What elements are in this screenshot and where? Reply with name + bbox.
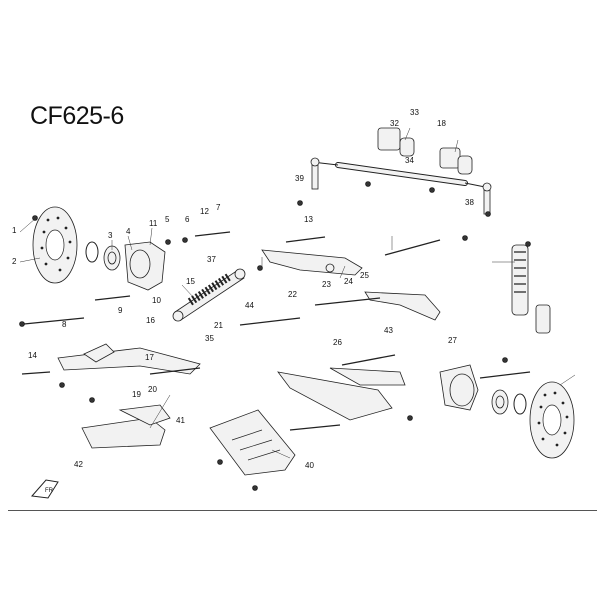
callout-40: 40 [305, 461, 314, 470]
brake-disc-right [529, 381, 575, 459]
stabilizer-link-left [310, 157, 320, 190]
upper-a-arm [261, 249, 363, 276]
knuckle-right [439, 364, 479, 411]
callout-20: 20 [148, 385, 157, 394]
shock-absorber-right [511, 244, 551, 334]
callout-35: 35 [205, 334, 214, 343]
callout-5: 5 [165, 215, 170, 224]
callout-41: 41 [176, 416, 185, 425]
bushing-left [377, 127, 415, 157]
callout-44: 44 [245, 301, 254, 310]
lower-a-arm-right [277, 367, 406, 421]
callout-10: 10 [152, 296, 161, 305]
callout-32: 32 [390, 119, 399, 128]
callout-34: 34 [405, 156, 414, 165]
shock-absorber-left [172, 268, 246, 322]
callout-17: 17 [145, 353, 154, 362]
brake-disc-left [32, 206, 78, 284]
lower-a-arm-left [57, 343, 201, 375]
callout-37: 37 [207, 255, 216, 264]
diagram-frame [8, 93, 597, 511]
knuckle-left [124, 241, 166, 291]
stabilizer-link-right [482, 182, 492, 215]
callout-38: 38 [465, 198, 474, 207]
upper-a-arm-right [364, 291, 441, 321]
callout-25: 25 [360, 271, 369, 280]
callout-2: 2 [12, 257, 17, 266]
callout-27: 27 [448, 336, 457, 345]
callout-24: 24 [344, 277, 353, 286]
callout-14: 14 [28, 351, 37, 360]
leader-lines [19, 127, 576, 459]
bushing-right [439, 147, 473, 175]
callout-8: 8 [62, 320, 67, 329]
callout-15: 15 [186, 277, 195, 286]
callout-18: 18 [437, 119, 446, 128]
front-badge-text: FR [45, 488, 54, 494]
callout-26: 26 [333, 338, 342, 347]
skid-plate-40 [209, 409, 296, 476]
front-direction-icon: FR [31, 479, 59, 499]
callout-labels: 1 2 3 4 5 6 7 8 9 10 11 12 13 14 15 16 1… [12, 108, 474, 470]
callout-9: 9 [118, 306, 123, 315]
snap-ring-right [513, 393, 527, 415]
callout-7: 7 [216, 203, 221, 212]
callout-13: 13 [304, 215, 313, 224]
callout-21: 21 [214, 321, 223, 330]
callout-4: 4 [126, 227, 131, 236]
callout-1: 1 [12, 226, 17, 235]
diagram-title: CF625-6 [30, 102, 124, 130]
callout-16: 16 [146, 316, 155, 325]
callout-3: 3 [108, 231, 113, 240]
snap-ring-left [85, 241, 99, 263]
skid-plate-41 [81, 404, 171, 449]
bolt-set [21, 231, 531, 431]
callout-42: 42 [74, 460, 83, 469]
callout-11: 11 [149, 219, 158, 228]
callout-39: 39 [295, 174, 304, 183]
callout-19: 19 [132, 390, 141, 399]
bearing-right [491, 389, 509, 415]
callout-33: 33 [410, 108, 419, 117]
callout-23: 23 [322, 280, 331, 289]
callout-6: 6 [185, 215, 190, 224]
callout-12: 12 [200, 207, 209, 216]
callout-22: 22 [288, 290, 297, 299]
callout-43: 43 [384, 326, 393, 335]
nut-set [19, 181, 531, 491]
